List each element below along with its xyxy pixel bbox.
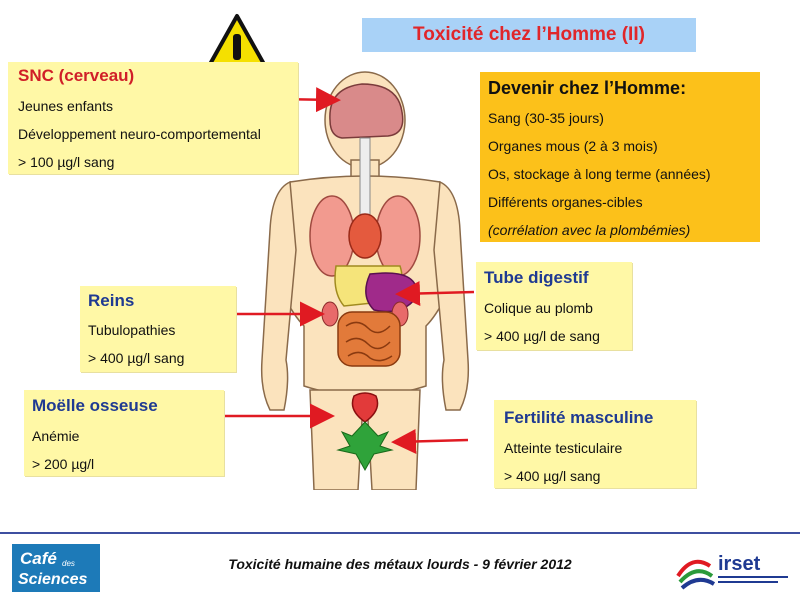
- reproductive-illustration: [336, 421, 394, 472]
- moelle-title: Moëlle osseuse: [32, 396, 158, 415]
- tube-title: Tube digestif: [484, 268, 589, 287]
- arrow-fertilite: [391, 428, 469, 454]
- reins-line: Tubulopathies: [88, 322, 176, 338]
- fertilite-box: Fertilité masculine Atteinte testiculair…: [494, 400, 696, 488]
- arrow-tube: [395, 280, 475, 306]
- fertilite-title: Fertilité masculine: [504, 408, 654, 427]
- snc-title: SNC (cerveau): [18, 66, 135, 85]
- snc-line: > 100 µg/l sang: [18, 154, 115, 170]
- moelle-line: Anémie: [32, 428, 80, 444]
- devenir-box: Devenir chez l’Homme: Sang (30-35 jours)…: [480, 72, 760, 242]
- slide-title: Toxicité chez l’Homme (II): [362, 18, 696, 52]
- snc-line: Jeunes enfants: [18, 98, 113, 114]
- devenir-line: (corrélation avec la plombémies): [488, 222, 691, 238]
- snc-line: Développement neuro-comportemental: [18, 126, 261, 142]
- reins-title: Reins: [88, 291, 135, 310]
- bladder-illustration: [351, 392, 379, 423]
- footer-text: Toxicité humaine des métaux lourds - 9 f…: [228, 556, 572, 572]
- logo-text: Sciences: [18, 571, 87, 588]
- irset-logo: irset: [676, 553, 788, 590]
- footer-divider: [0, 532, 800, 534]
- devenir-line: Sang (30-35 jours): [488, 110, 604, 126]
- logo-text: des: [62, 559, 75, 568]
- snc-box: SNC (cerveau) Jeunes enfants Développeme…: [8, 62, 298, 174]
- reins-box: Reins Tubulopathies > 400 µg/l sang: [80, 286, 236, 372]
- fertilite-line: Atteinte testiculaire: [504, 440, 623, 456]
- moelle-box: Moëlle osseuse Anémie > 200 µg/l: [24, 390, 224, 476]
- logo-text: Café: [20, 549, 57, 568]
- tube-digestif-box: Tube digestif Colique au plomb > 400 µg/…: [476, 262, 632, 350]
- cafe-des-sciences-logo: Café des Sciences: [12, 544, 100, 592]
- moelle-line: > 200 µg/l: [32, 456, 95, 472]
- fertilite-line: > 400 µg/l sang: [504, 468, 601, 484]
- human-body-illustration: [260, 71, 470, 490]
- logo-text: irset: [718, 553, 761, 575]
- reins-line: > 400 µg/l sang: [88, 350, 185, 366]
- tube-line: > 400 µg/l de sang: [484, 328, 600, 344]
- devenir-line: Organes mous (2 à 3 mois): [488, 138, 658, 154]
- tube-line: Colique au plomb: [484, 300, 593, 316]
- devenir-title: Devenir chez l’Homme:: [488, 78, 687, 98]
- brain-illustration: [329, 83, 404, 139]
- devenir-line: Différents organes-cibles: [488, 194, 643, 210]
- devenir-line: Os, stockage à long terme (années): [488, 166, 711, 182]
